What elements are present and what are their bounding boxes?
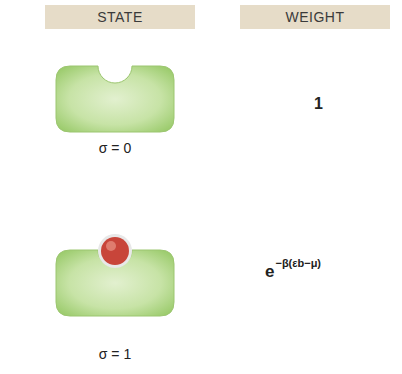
weight-value: 1 (314, 95, 323, 113)
column-header: WEIGHT (286, 9, 345, 25)
state-label: σ = 1 (55, 346, 175, 362)
receptor-bound: σ = 1 (55, 232, 175, 368)
receptor-shape (55, 232, 175, 322)
header-band: STATE (45, 5, 195, 29)
receptor-shape (55, 62, 175, 152)
state-label: σ = 0 (55, 140, 175, 156)
receptor-empty: σ = 0 (55, 62, 175, 162)
header-band: WEIGHT (240, 5, 390, 29)
weight-exponent: −β(εb−μ) (275, 257, 321, 269)
weight-base: e (265, 262, 274, 282)
column-header: STATE (97, 9, 143, 25)
